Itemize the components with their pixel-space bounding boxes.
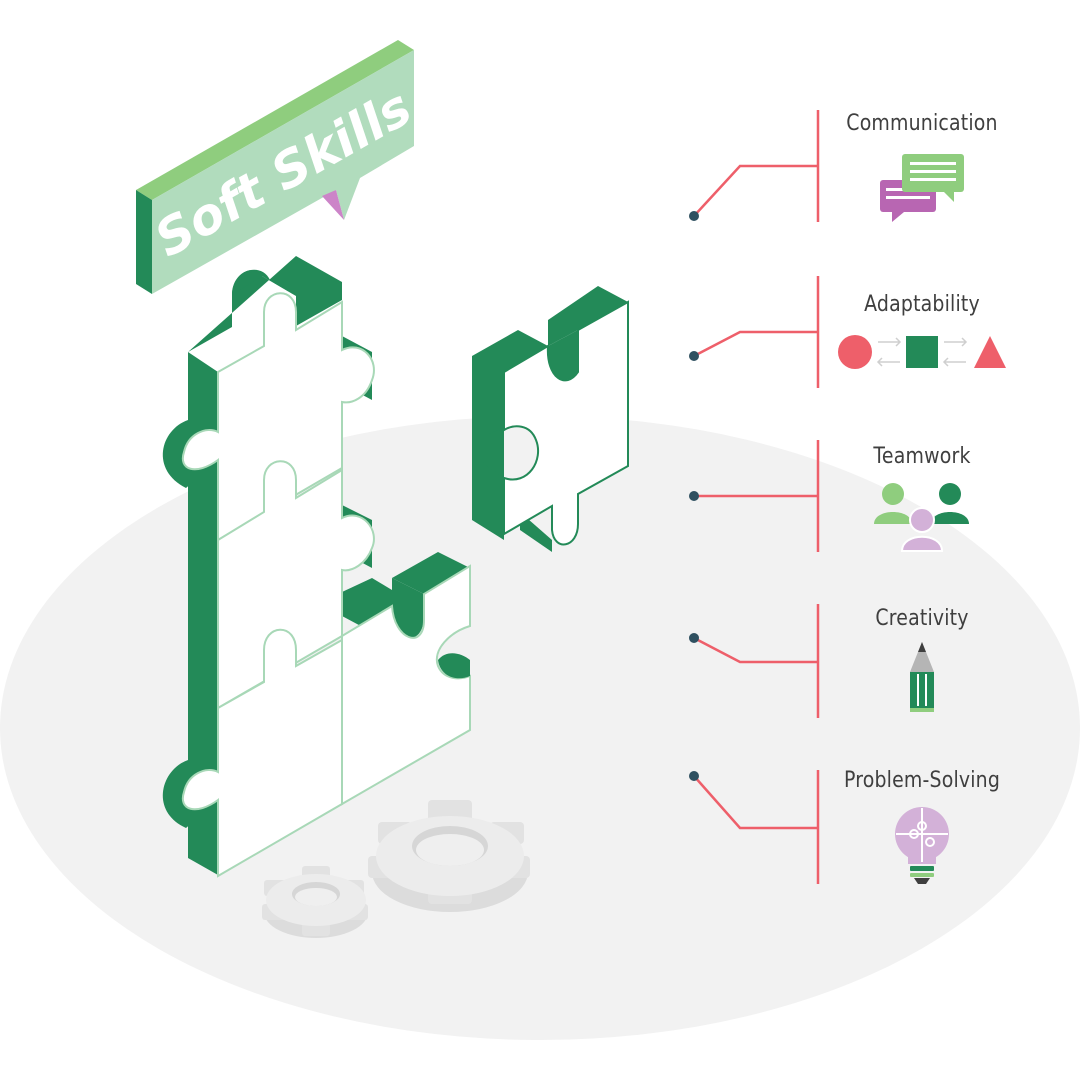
skill-label-adaptability: Adaptability <box>864 292 980 317</box>
skill-label-teamwork: Teamwork <box>873 444 971 469</box>
large-gear-icon <box>368 800 530 912</box>
puzzle-stack-front-face <box>181 292 375 542</box>
connector-link-5 <box>693 775 818 830</box>
shape-transform-icon <box>838 335 1006 369</box>
small-gear-icon <box>262 866 368 938</box>
connector-lines <box>693 110 820 884</box>
connector-link-4 <box>693 636 818 664</box>
skill-label-creativity: Creativity <box>875 606 969 631</box>
skill-label-problem-solving: Problem-Solving <box>843 768 1001 793</box>
team-people-icon <box>874 483 969 552</box>
connector-link-2 <box>693 330 818 358</box>
pencil-icon <box>910 642 934 712</box>
connector-link-1 <box>693 164 818 217</box>
floating-puzzle-piece <box>472 286 629 552</box>
chat-bubbles-icon <box>880 154 964 222</box>
lightbulb-puzzle-icon <box>895 807 949 884</box>
soft-skills-sign: Soft Skills <box>136 40 421 294</box>
connector-dots <box>689 211 699 781</box>
puzzle-stack <box>162 256 471 878</box>
skill-label-communication: Communication <box>846 111 998 136</box>
puzzle-stack-left-side <box>188 352 218 875</box>
